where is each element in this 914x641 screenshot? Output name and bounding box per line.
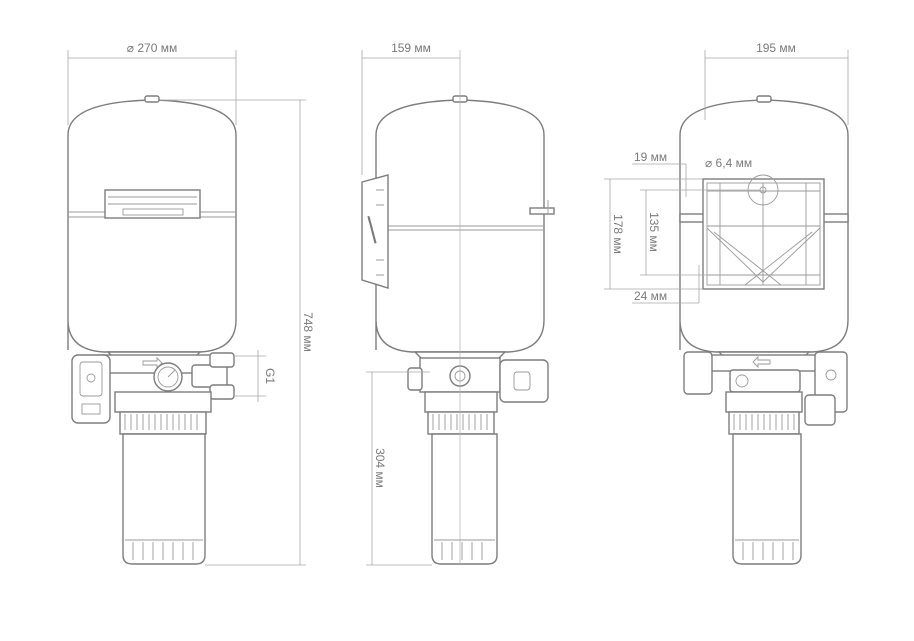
- front-air-valve: [144, 95, 160, 103]
- back-view: 195 мм 178 мм 135 мм 19 мм 24 мм ⌀ 6,4 м…: [604, 41, 849, 565]
- offset-top-label: 19 мм: [634, 150, 667, 164]
- bracket-height-label: 178 мм: [611, 214, 625, 254]
- hole-spacing-label: 135 мм: [647, 212, 661, 252]
- side-filter-bowl: [431, 433, 498, 565]
- hole-diameter-label: ⌀ 6,4 мм: [705, 156, 752, 170]
- back-filter-bowl: [732, 433, 802, 565]
- front-pressure-switch: [71, 354, 111, 424]
- filter-height-label: 304 мм: [373, 448, 387, 488]
- front-diameter-label: ⌀ 270 мм: [127, 41, 177, 55]
- offset-bottom-label: 24 мм: [634, 289, 667, 303]
- front-filter-bowl: [122, 433, 206, 565]
- thread-label: G1: [263, 368, 277, 384]
- side-pressure-switch: [499, 359, 549, 403]
- front-view: ⌀ 270 мм 748 мм G1: [67, 41, 315, 566]
- front-filter-head: [114, 391, 212, 413]
- back-width-label: 195 мм: [756, 41, 796, 55]
- front-height-label: 748 мм: [301, 312, 315, 352]
- front-tank: [67, 99, 237, 353]
- side-view: ▬▬▬▬ 159 мм 304 мм: [361, 41, 555, 566]
- side-depth-label: 159 мм: [391, 41, 431, 55]
